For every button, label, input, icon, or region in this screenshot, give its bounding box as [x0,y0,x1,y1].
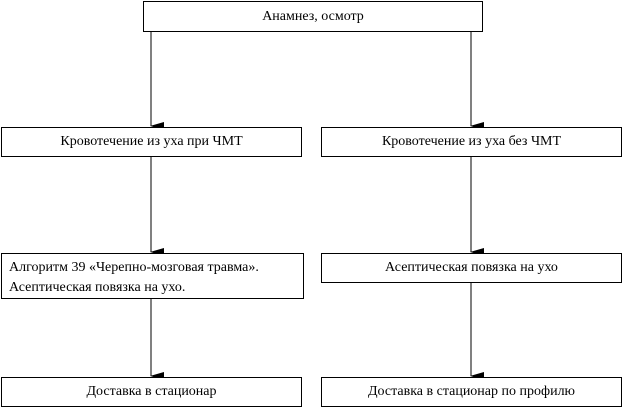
node-bleeding-without-tbi: Кровотечение из уха без ЧМТ [321,127,622,157]
node-algorithm-39-line2: Асептическая повязка на ухо. [9,280,186,295]
node-history-exam: Анамнез, осмотр [143,1,483,32]
node-hospital-delivery: Доставка в стационар [1,377,302,407]
node-bleeding-with-tbi-label: Кровотечение из уха при ЧМТ [60,134,243,149]
node-hospital-delivery-by-profile: Доставка в стационар по профилю [321,377,622,407]
node-bleeding-without-tbi-label: Кровотечение из уха без ЧМТ [381,134,562,149]
node-aseptic-dressing: Асептическая повязка на ухо [321,253,622,283]
node-aseptic-dressing-label: Асептическая повязка на ухо [385,260,558,275]
node-history-exam-label: Анамнез, осмотр [262,8,364,24]
node-algorithm-39: Алгоритм 39 «Черепно-мозговая травма». А… [1,253,304,299]
node-algorithm-39-line1: Алгоритм 39 «Черепно-мозговая травма». [9,260,259,275]
node-bleeding-with-tbi: Кровотечение из уха при ЧМТ [1,127,302,157]
node-hospital-delivery-label: Доставка в стационар [86,384,217,399]
node-hospital-delivery-by-profile-label: Доставка в стационар по профилю [367,384,576,399]
